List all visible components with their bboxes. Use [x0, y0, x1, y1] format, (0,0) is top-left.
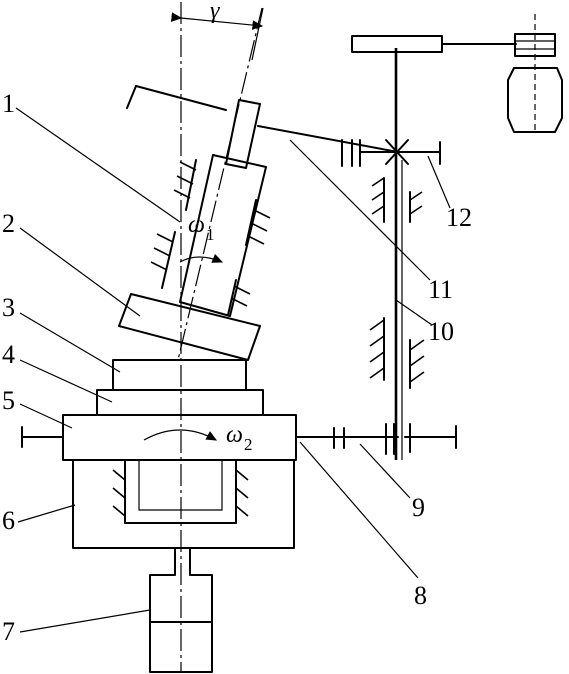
omega2-arrow: [143, 429, 218, 441]
label-4: 4: [2, 340, 15, 369]
omega1-subscript: 1: [206, 225, 215, 244]
omega2-subscript: 2: [244, 435, 253, 454]
vertical-shaft: [394, 48, 403, 460]
bevel-gear-pair: [341, 139, 441, 167]
label-1: 1: [2, 89, 15, 118]
workpiece-stack: [62, 359, 297, 461]
gamma-symbol: γ: [210, 0, 220, 24]
spindle-shaft: [179, 99, 267, 317]
label-5: 5: [2, 386, 15, 415]
label-7: 7: [2, 617, 15, 646]
motor: [507, 67, 563, 133]
inclined-axis: [177, 7, 263, 361]
label-11: 11: [428, 275, 453, 304]
tool-disc: [118, 293, 261, 361]
table-shaft: [21, 426, 399, 448]
label-6: 6: [2, 506, 15, 535]
bottom-cylinder: [149, 547, 213, 673]
label-12: 12: [446, 203, 472, 232]
leader-lines: [15, 107, 451, 633]
omega2-symbol: ω: [226, 422, 243, 448]
label-2: 2: [2, 209, 15, 238]
top-pulley: [351, 14, 556, 130]
gamma-angle-dimension: [170, 7, 264, 61]
label-3: 3: [2, 293, 15, 322]
lower-bevel-gear: [333, 423, 457, 455]
base-housing: [72, 459, 295, 549]
label-9: 9: [412, 493, 425, 522]
omega1-symbol: ω: [188, 212, 205, 238]
spindle-bearing-hatch: [150, 159, 271, 316]
omega1-arrow: [179, 253, 224, 263]
label-8: 8: [414, 581, 427, 610]
label-10: 10: [428, 317, 454, 346]
vertical-shaft-bearings: [369, 177, 425, 389]
inclined-lever: [126, 85, 399, 153]
